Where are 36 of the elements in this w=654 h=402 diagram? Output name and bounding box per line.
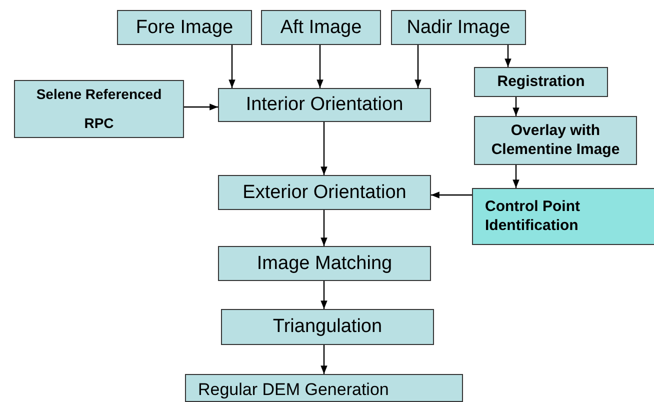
process-box [474, 116, 637, 165]
arrow [320, 210, 328, 246]
arrow [184, 104, 218, 110]
arrow [228, 45, 236, 88]
process-box [261, 10, 381, 45]
process-box [185, 374, 463, 402]
process-box [117, 10, 252, 45]
process-box [218, 88, 431, 122]
box-label: Registration [497, 72, 585, 92]
process-box [14, 80, 184, 138]
arrow [414, 45, 422, 88]
arrow [320, 281, 328, 309]
box-label: Selene Referenced RPC [35, 84, 163, 133]
box-label: Exterior Orientation [242, 180, 406, 204]
process-box [472, 188, 654, 245]
process-box [218, 175, 431, 210]
arrow [316, 45, 324, 88]
arrow [504, 45, 512, 67]
box-label: Regular DEM Generation [198, 379, 389, 400]
box-label: Aft Image [280, 16, 362, 40]
arrow [512, 165, 520, 188]
arrow [320, 122, 328, 175]
process-box [218, 246, 431, 281]
process-box [221, 309, 434, 345]
box-label: Control Point Identification [485, 198, 581, 236]
box-label: Interior Orientation [246, 93, 404, 117]
arrow [431, 192, 472, 198]
process-box [474, 67, 608, 97]
box-label: Fore Image [136, 16, 234, 40]
box-label: Image Matching [256, 252, 392, 276]
box-label: Overlay with Clementine Image [490, 122, 621, 160]
process-box [391, 10, 526, 45]
arrow [512, 97, 520, 116]
box-label: Nadir Image [406, 16, 510, 40]
arrow [320, 345, 328, 374]
box-label: Triangulation [272, 315, 382, 339]
